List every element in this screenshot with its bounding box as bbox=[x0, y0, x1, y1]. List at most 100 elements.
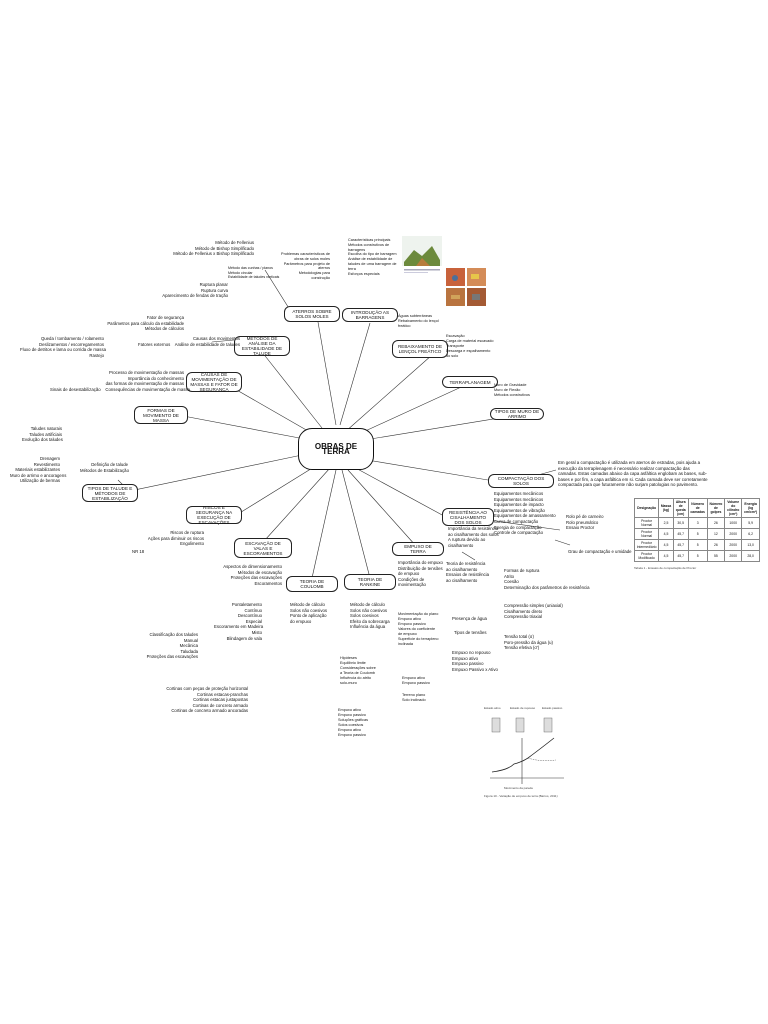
label-ruptura: Ruptura planar Ruptura curva Apareciment… bbox=[162, 282, 228, 299]
label-empuxo: Importância do empuxo Distribuição de te… bbox=[398, 560, 443, 588]
table-cell: 2000 bbox=[724, 550, 743, 562]
node-resistencia: RESISTÊNCIA AO CISALHAMENTO DOS SOLOS bbox=[442, 508, 494, 526]
label-causas: Causas dos movimentos Fatores externos A… bbox=[138, 336, 240, 347]
node-rebaixamento: REBAIXAMENTO DE LENÇOL FREÁTICO bbox=[392, 340, 448, 358]
table-header-cell: Designação bbox=[633, 498, 660, 518]
label-coulomb: Método de cálculo Solos não coesivos Pon… bbox=[290, 602, 328, 624]
table-cell: 5 bbox=[687, 539, 708, 551]
table-cell: 4,5 bbox=[658, 528, 674, 540]
fig-label-passivo: Estado passivo bbox=[542, 706, 563, 710]
node-escavacao: ESCAVAÇÃO DE VALAS E ESCORAMENTOS bbox=[234, 538, 292, 558]
label-resistencia: Importância da resistência ao cisalhamen… bbox=[448, 526, 499, 548]
table-cell: 1000 bbox=[724, 517, 743, 529]
figure-caption: Figura 10 - Variação de empuxo de terra … bbox=[484, 794, 558, 798]
table-cell: 5,9 bbox=[741, 517, 760, 529]
label-rolo: Rolo pé de carneiro Rolo pneumático Ensa… bbox=[566, 514, 604, 531]
node-empuxo: EMPUXO DE TERRA bbox=[392, 542, 444, 556]
node-aterros: ATERROS SOBRE SOLOS MOLES bbox=[284, 306, 340, 322]
table-cell: 55 bbox=[706, 550, 726, 562]
label-riscos: Riscos de ruptura Ações para diminuir os… bbox=[147, 530, 204, 547]
node-terraplanagem: TERRAPLANAGEM bbox=[442, 376, 498, 388]
label-metodos-circular: Método das cunhas / planos Método circul… bbox=[228, 266, 280, 280]
label-grau: Grau de compactação e umidade bbox=[568, 549, 632, 554]
node-empuxo-label: EMPUXO DE TERRA bbox=[404, 544, 432, 554]
table-cell: 4,5 bbox=[658, 539, 674, 551]
table-cell: Proctor Normal bbox=[633, 528, 660, 540]
rebaixamento-photos bbox=[446, 268, 486, 308]
label-pontaletamento: Pontaletamento Contínuo Descontínuo Espe… bbox=[214, 602, 264, 641]
label-nr18: NR 18 bbox=[132, 549, 145, 554]
node-muro: TIPOS DE MURO DE ARRIMO bbox=[490, 408, 544, 420]
table-header-cell: Energia (kg cm/cm³) bbox=[741, 498, 760, 518]
empuxo-curve-diagram bbox=[490, 717, 564, 784]
label-muro: Muro de Gravidade Muro de Flexão Métodos… bbox=[494, 383, 530, 397]
table-cell: 2000 bbox=[724, 528, 743, 540]
node-formas-label: FORMAS DE MOVIMENTO DE MASSA bbox=[143, 407, 179, 423]
table-cell: 12 bbox=[706, 528, 726, 540]
node-metodos-label: MÉTODOS DE ANÁLISE DA ESTABILIDADE DE TA… bbox=[241, 336, 283, 356]
table-cell: 5 bbox=[687, 528, 708, 540]
label-empuxo-repouso: Empuxo no repouso Empuxo ativo Empuxo pa… bbox=[452, 650, 498, 672]
table-cell: 4,5 bbox=[658, 550, 674, 562]
central-title: OBRAS DE TERRA bbox=[314, 442, 358, 456]
label-equipamentos: Equipamentos mecânicos Equipamentos mecâ… bbox=[494, 491, 556, 536]
label-rankine-right: Movimentação do plano Empuxo ativo Empux… bbox=[398, 612, 439, 646]
label-rankine-right3: Terreno plano Solo inclinado bbox=[402, 693, 426, 702]
table-header-cell: Altura de queda (cm) bbox=[672, 498, 689, 518]
fig-label-repouso: Estado de repouso bbox=[510, 706, 536, 710]
table-cell: 6,2 bbox=[741, 528, 760, 540]
table-cell: 28,0 bbox=[741, 550, 760, 562]
table-cell: Proctor Modificado bbox=[633, 550, 660, 562]
node-causas-label: CAUSAS DE MOVIMENTAÇÃO DE MASSAS E FATOR… bbox=[190, 372, 238, 392]
label-metodos-fellenius: Método de Fellenius Método de Bishop Sim… bbox=[173, 240, 254, 257]
barragem-picture bbox=[402, 236, 442, 276]
label-coulomb-bottom: Hipóteses Equilíbrio limite Consideraçõe… bbox=[340, 656, 376, 685]
label-cortinas: Cortinas com peças de proteção horizonta… bbox=[166, 686, 248, 714]
node-terraplanagem-label: TERRAPLANAGEM bbox=[449, 379, 491, 385]
node-riscos-label: RISCOS E SEGURANÇA NA EXECUÇÃO DE ESCAVA… bbox=[195, 505, 233, 525]
label-tensao: Tensão total (σ) Poro-pressão da água (u… bbox=[504, 634, 553, 651]
label-coulomb-bottom2: Empuxo ativo Empuxo passivo Soluções grá… bbox=[338, 708, 368, 737]
empuxo-figure: Estado ativo Estado de repouso Estado pa… bbox=[484, 706, 568, 800]
table-cell: Proctor Normal bbox=[633, 517, 660, 529]
node-metodos: MÉTODOS DE ANÁLISE DA ESTABILIDADE DE TA… bbox=[234, 336, 290, 356]
compactacao-paragraph: Em geral a compactação é utilizada em at… bbox=[558, 460, 708, 488]
table-header-cell: Número de camadas bbox=[687, 498, 708, 518]
label-escavacao-esq: Aspectos de dimensionamento Métodos de e… bbox=[223, 564, 282, 586]
node-rebaixamento-label: REBAIXAMENTO DE LENÇOL FREÁTICO bbox=[397, 344, 443, 354]
table-header-cell: Volume do cilindro (cm³) bbox=[724, 498, 743, 518]
label-presenca: Presença de água bbox=[452, 616, 487, 621]
label-compressao: Compressão simples (uniaxial) Cisalhamen… bbox=[504, 603, 563, 620]
table-cell: 30,5 bbox=[672, 517, 689, 529]
label-classificacao: Classificação dos taludes Manual Mecânic… bbox=[146, 632, 198, 660]
node-taludes: TIPOS DE TALUDE E MÉTODOS DE ESTABILIZAÇ… bbox=[82, 484, 138, 502]
node-introducao: INTRODUÇÃO AS BARRAGENS bbox=[342, 308, 398, 322]
table-cell: 2000 bbox=[724, 539, 743, 551]
label-barragens: Características principais Métodos const… bbox=[348, 238, 397, 276]
node-coulomb: TEORIA DE COULOMB bbox=[286, 576, 338, 592]
node-introducao-label: INTRODUÇÃO AS BARRAGENS bbox=[350, 310, 390, 320]
table-header-cell: Número de golpes bbox=[706, 498, 726, 518]
node-formas: FORMAS DE MOVIMENTO DE MASSA bbox=[134, 406, 188, 424]
label-processo: Processo de movimentação de massas Impor… bbox=[50, 370, 190, 392]
label-taludes-top: Taludes naturais Taludes artificiais Evo… bbox=[22, 426, 63, 443]
label-definicao: Definição de talude Métodos de Estabiliz… bbox=[80, 462, 129, 473]
node-compactacao: COMPACTAÇÃO DOS SOLOS bbox=[488, 474, 554, 488]
table-header-cell: Massa (kg) bbox=[658, 498, 674, 518]
table-cell: 5 bbox=[687, 550, 708, 562]
label-escavacao-reb: Escavação Carga de material escavado Tra… bbox=[446, 334, 494, 358]
node-rankine-label: TEORIA DE RANKINE bbox=[357, 577, 383, 587]
node-rankine: TEORIA DE RANKINE bbox=[344, 574, 396, 590]
label-rankine-right2: Empuxo ativo Empuxo passivo bbox=[402, 676, 430, 685]
node-causas: CAUSAS DE MOVIMENTAÇÃO DE MASSAS E FATOR… bbox=[186, 372, 242, 392]
label-aterros: Problemas característicos de obras de so… bbox=[281, 252, 330, 280]
fig-axis-label: Movimento da parede bbox=[504, 786, 534, 790]
node-resistencia-label: RESISTÊNCIA AO CISALHAMENTO DOS SOLOS bbox=[448, 509, 488, 525]
table-cell: 45,7 bbox=[672, 528, 689, 540]
label-formas-ruptura: Formas de ruptura Atrito Coesão Determin… bbox=[504, 568, 590, 590]
